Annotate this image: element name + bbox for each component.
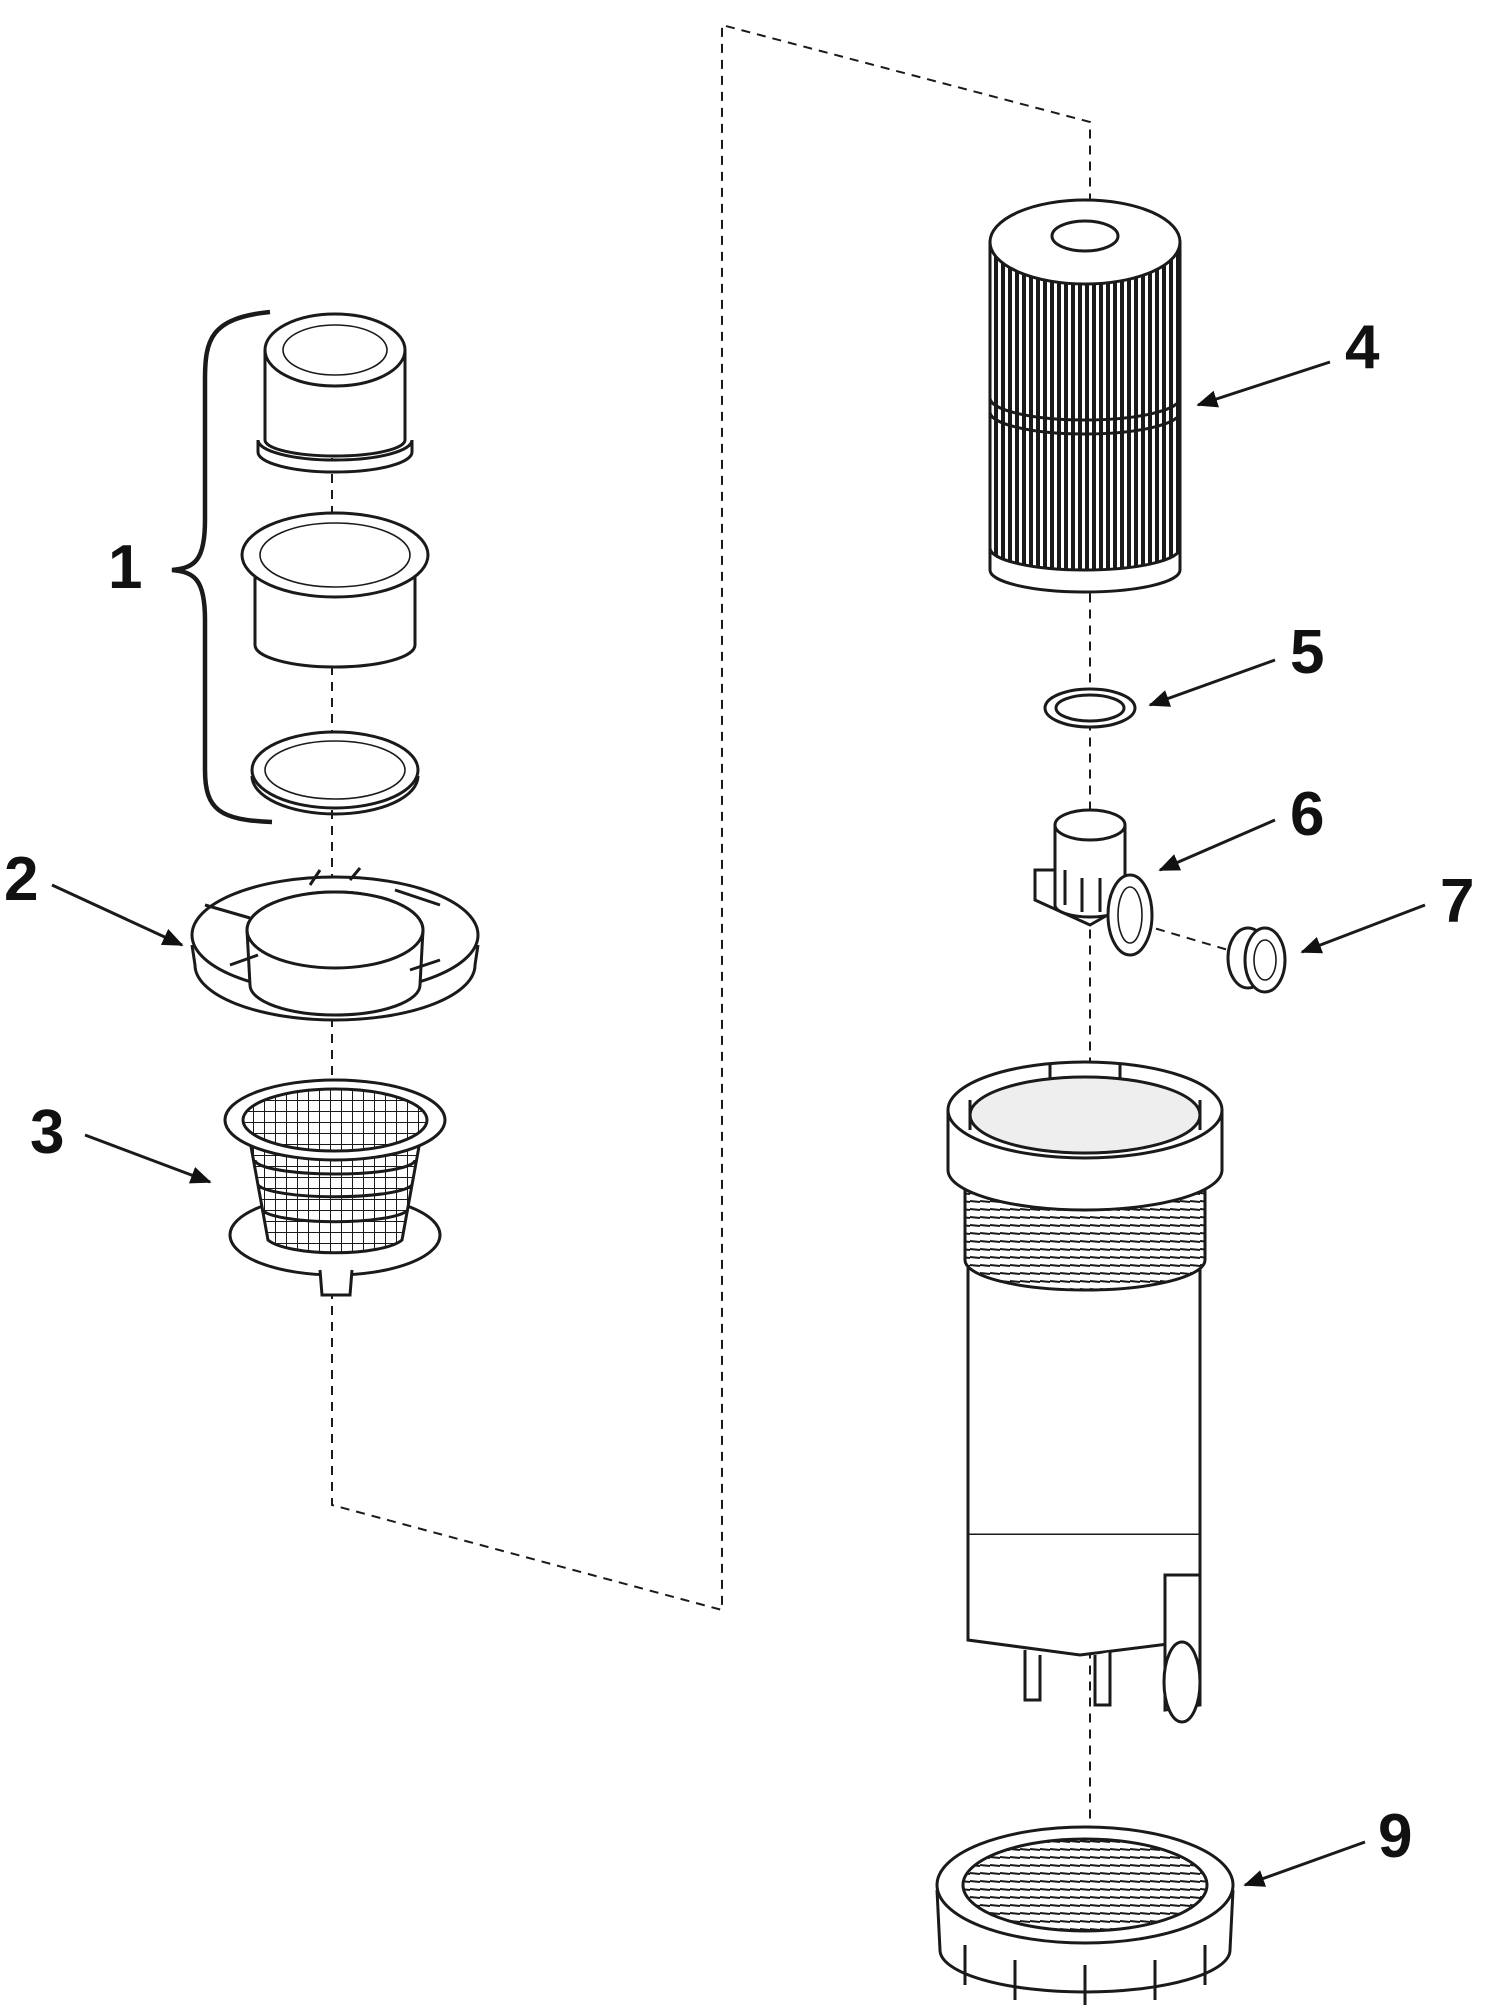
callout-6: 6 <box>1290 780 1324 849</box>
arrow-5 <box>1148 658 1276 707</box>
callout-5: 5 <box>1290 618 1324 687</box>
skimmer-basket-icon <box>223 1078 447 1297</box>
callout-9: 9 <box>1378 1802 1412 1871</box>
arrow-3 <box>84 1133 212 1184</box>
o-ring-icon <box>1043 687 1137 729</box>
arrow-7 <box>1300 903 1426 954</box>
callout-2: 2 <box>4 845 38 914</box>
callout-3: 3 <box>30 1098 64 1167</box>
skimmer-faceplate-icon <box>190 867 480 1022</box>
arrow-6 <box>1158 818 1276 872</box>
weir-collar-set-icon <box>240 312 430 816</box>
arrow-9 <box>1243 1840 1366 1887</box>
callout-1: 1 <box>108 533 142 602</box>
filter-housing-icon <box>946 1060 1224 1724</box>
callout-7: 7 <box>1440 867 1474 936</box>
part-1-bracket <box>171 309 273 825</box>
valve-plug-icon <box>1226 926 1287 994</box>
arrow-4 <box>1196 360 1331 408</box>
leader-arrows <box>51 360 1426 1887</box>
lock-ring-nut-icon <box>935 1825 1235 2005</box>
filter-cartridge-icon <box>988 198 1182 594</box>
callout-4: 4 <box>1345 313 1380 382</box>
bypass-valve-icon <box>1033 808 1154 957</box>
arrow-2 <box>51 883 184 947</box>
